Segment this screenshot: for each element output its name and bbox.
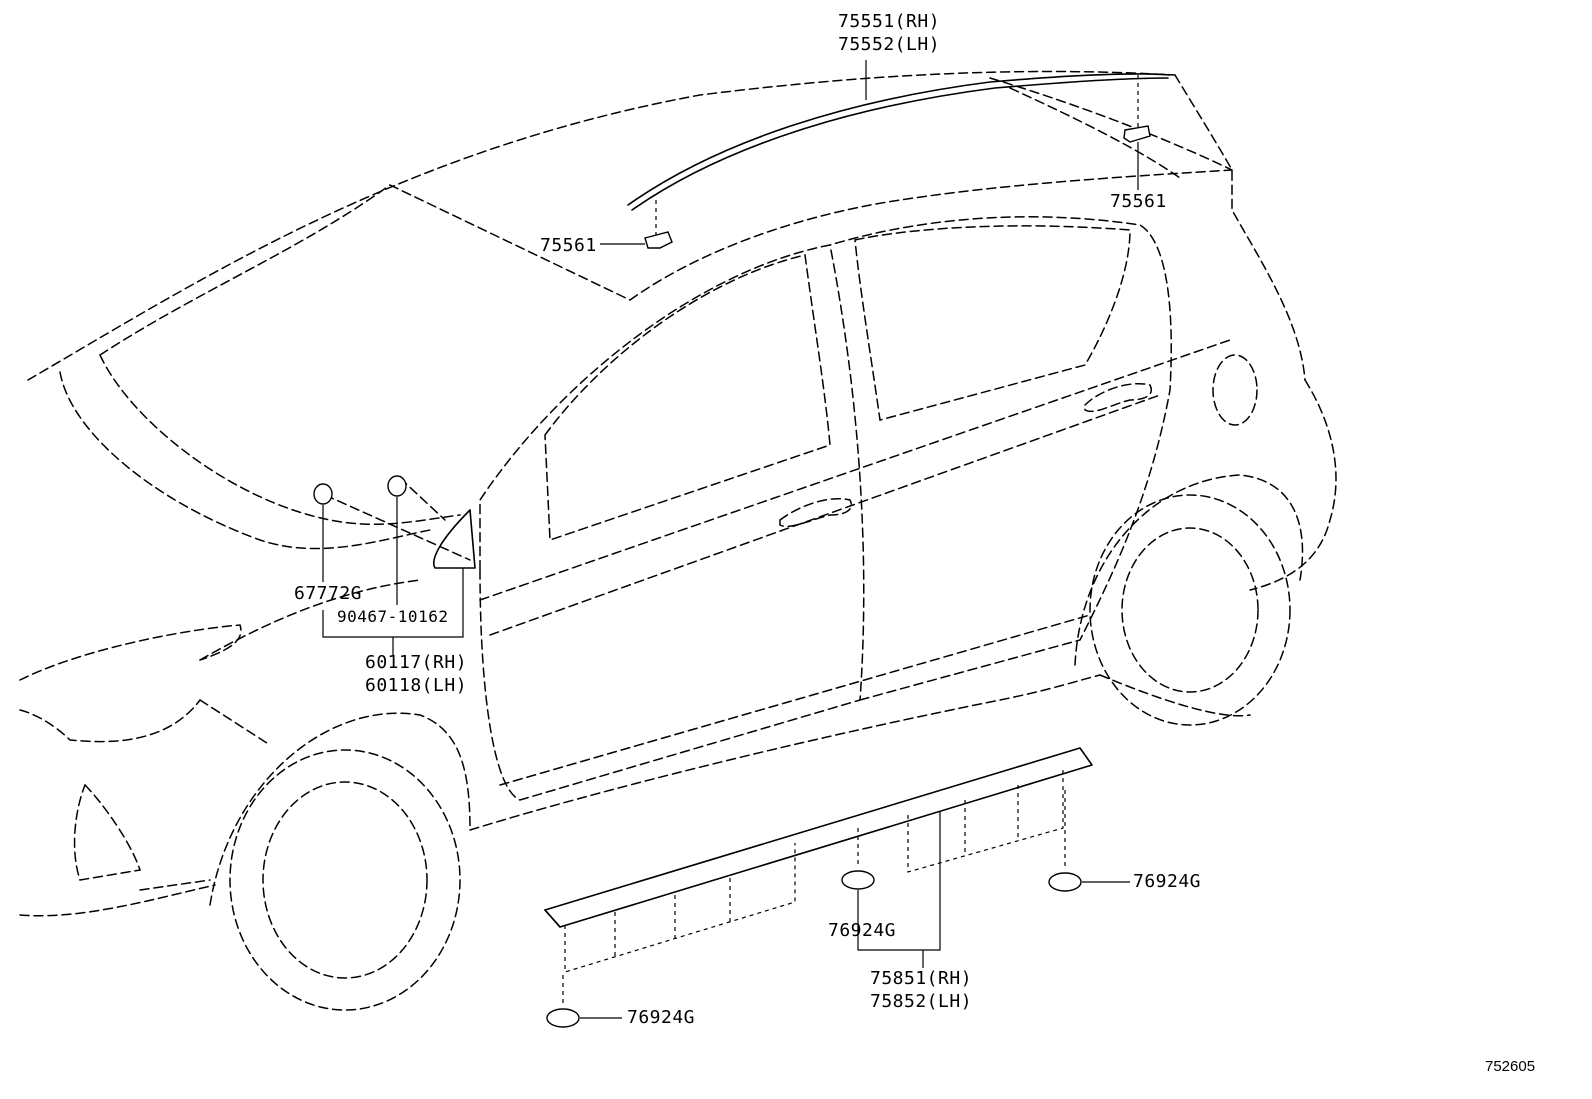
- label-clip-75561-left: 75561: [540, 235, 597, 256]
- label-rocker-clip-right: 76924G: [1133, 871, 1202, 892]
- label-roof-molding-rh: 75551(RH): [838, 11, 941, 32]
- rocker-molding-part: [544, 747, 1130, 1028]
- label-mirror-rh: 60117(RH): [365, 652, 468, 673]
- label-rocker-clip-bottom: 76924G: [627, 1007, 696, 1028]
- label-clip-75561-right: 75561: [1110, 191, 1167, 212]
- label-mirror-lh: 60118(LH): [365, 675, 468, 696]
- label-rocker-molding-rh: 75851(RH): [870, 968, 973, 989]
- mirror-clips: [313, 475, 464, 655]
- label-clip-90467: 90467-10162: [337, 607, 449, 626]
- label-clip-67772g: 67772G: [294, 583, 363, 604]
- roof-molding-part: [600, 60, 1171, 249]
- label-rocker-molding-lh: 75852(LH): [870, 991, 973, 1012]
- label-rocker-clip-center: 76924G: [828, 920, 897, 941]
- figure-number: 752605: [1485, 1058, 1536, 1075]
- car-body-outline: [19, 70, 1337, 1011]
- label-roof-molding-lh: 75552(LH): [838, 34, 941, 55]
